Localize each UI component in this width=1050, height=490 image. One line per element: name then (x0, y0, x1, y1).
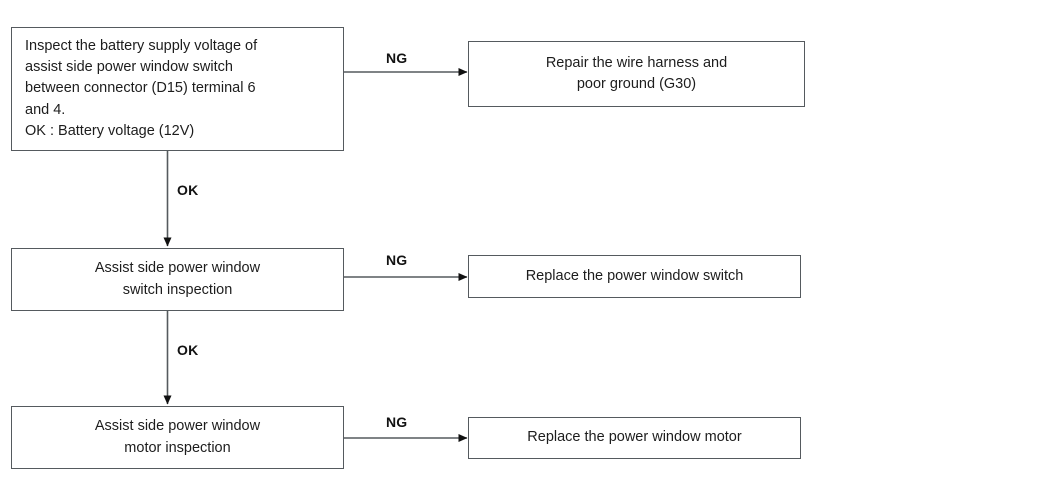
node-switch-inspection: Assist side power window switch inspecti… (11, 248, 344, 311)
node-text-line: assist side power window switch (25, 59, 233, 76)
node-text-line: Assist side power window (94, 418, 261, 435)
node-text-line: and 4. (25, 101, 66, 118)
node-text-line: between connector (D15) terminal 6 (25, 80, 256, 97)
node-replace-power-window-motor: Replace the power window motor (468, 417, 801, 459)
node-text-line: poor ground (G30) (576, 76, 697, 92)
edge-label-ok-1: OK (177, 182, 199, 198)
edge-label-ng-3: NG (386, 414, 408, 430)
node-repair-wire-harness: Repair the wire harness and poor ground … (468, 41, 805, 107)
node-text-line: Assist side power window (94, 260, 261, 277)
node-text-line: motor inspection (124, 439, 231, 456)
node-text-line: OK : Battery voltage (12V) (25, 122, 195, 139)
node-inspect-battery-voltage: Inspect the battery supply voltage of as… (11, 27, 344, 151)
node-text-line: Inspect the battery supply voltage of (25, 38, 258, 55)
node-motor-inspection: Assist side power window motor inspectio… (11, 406, 344, 469)
node-text-line: Replace the power window switch (525, 267, 744, 284)
edge-label-ng-2: NG (386, 252, 408, 268)
edge-label-ok-2: OK (177, 342, 199, 358)
node-text-line: switch inspection (122, 281, 233, 298)
node-text-line: Replace the power window motor (527, 429, 742, 446)
node-text-line: Repair the wire harness and (545, 54, 728, 71)
node-replace-power-window-switch: Replace the power window switch (468, 255, 801, 298)
edge-label-ng-1: NG (386, 50, 408, 66)
